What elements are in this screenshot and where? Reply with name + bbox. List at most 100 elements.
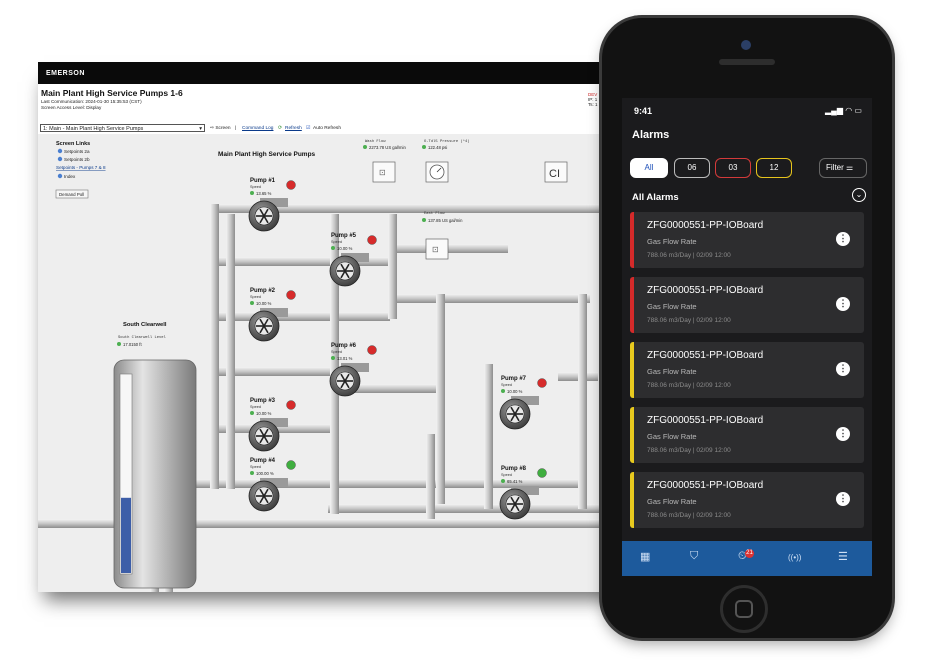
severity-bar (630, 472, 634, 528)
chip-label: 03 (728, 163, 738, 172)
screen-link-2[interactable]: Setpoints 2b (64, 157, 90, 162)
pump-speed-label: Speed (501, 383, 512, 387)
filter-button[interactable]: Filter ⚌ (819, 158, 867, 178)
pump-speed-label: Speed (250, 185, 261, 189)
pressure-label: O-Tdl5 Pressure (*4) (424, 139, 470, 144)
more-options-icon[interactable]: ⋮ (836, 297, 850, 311)
screen-link-index[interactable]: Index (64, 174, 76, 179)
pump-speed-label: Speed (331, 240, 342, 244)
alarm-title: ZFG0000551-PP-IOBoard (647, 285, 764, 296)
toolbar: 1: Main - Main Plant High Service Pumps … (40, 124, 636, 133)
ok-icon (501, 479, 505, 483)
demand-poll-label: Demand Poll (59, 192, 84, 197)
alarm-icon[interactable]: ⏲ (738, 550, 747, 562)
home-button[interactable] (720, 585, 768, 633)
chevron-down-icon: ▾ (199, 126, 202, 132)
bottom-nav: ▦ ⛉ ⏲ ((•)) ☰ (622, 541, 872, 576)
chip-label: All (644, 163, 654, 172)
ok-icon (331, 246, 335, 250)
alarm-title: ZFG0000551-PP-IOBoard (647, 415, 764, 426)
more-options-icon[interactable]: ⋮ (836, 362, 850, 376)
filter-chip-03[interactable]: 03 (715, 158, 751, 178)
ok-icon (250, 301, 254, 305)
filter-chip-all[interactable]: All (630, 158, 668, 178)
pump-status-indicator (286, 290, 296, 300)
device-code-b: IP: 1 (588, 97, 598, 102)
chevron-down-icon[interactable]: ⌄ (852, 188, 866, 202)
pump-status-indicator (367, 345, 377, 355)
pump-speed-label: Speed (501, 473, 512, 477)
filter-chip-12[interactable]: 12 (756, 158, 792, 178)
ok-icon (501, 389, 505, 393)
demand-poll-button[interactable] (55, 189, 89, 199)
auto-refresh-checkbox[interactable]: ☑ (306, 126, 311, 131)
filter-chip-06[interactable]: 06 (674, 158, 710, 178)
screen-link-1[interactable]: Setpoints 2a (64, 149, 90, 154)
status-time: 9:41 (634, 106, 653, 116)
screen-select[interactable]: 1: Main - Main Plant High Service Pumps … (40, 124, 205, 132)
ok-icon (250, 471, 254, 475)
pressure-meter[interactable]: O-Tdl5 Pressure (*4) 122.48 psi (422, 139, 470, 183)
more-options-icon[interactable]: ⋮ (836, 427, 850, 441)
wash-flow-meter[interactable]: Wash Flow 2273.78 US gal/min ⊡ (363, 139, 406, 183)
screen-links-title: Screen Links (56, 141, 90, 147)
shield-icon[interactable]: ⛉ (690, 550, 699, 562)
pump-speed-label: Speed (250, 465, 261, 469)
alarm-subtitle: Gas Flow Rate (647, 237, 697, 246)
pump-speed-label: Speed (331, 350, 342, 354)
header-bar: EMERSON (38, 62, 638, 84)
pump-speed-value: 10.00 % (337, 246, 353, 251)
east-flow-meter[interactable]: East Flow 137.85 US gal/min ⊡ (422, 211, 463, 260)
pump-name: Pump #4 (250, 458, 276, 464)
device-code-c: Ts: 1 (588, 102, 598, 107)
alarm-title: ZFG0000551-PP-IOBoard (647, 350, 764, 361)
alarm-subtitle: Gas Flow Rate (647, 367, 697, 376)
wash-flow-label: Wash Flow (365, 139, 386, 144)
sliders-icon: ⚌ (846, 163, 854, 172)
ok-icon (331, 356, 335, 360)
ci-label: CI (549, 168, 560, 180)
device-code-a: DEV (588, 92, 598, 97)
south-clearwell[interactable]: South Clearwell South Clearwell Level 17… (113, 322, 197, 589)
alarm-subtitle: Gas Flow Rate (647, 432, 697, 441)
command-log-link[interactable]: Command Log (242, 126, 274, 131)
screen-go-label: Screen (215, 126, 231, 131)
camera-icon (741, 40, 751, 50)
clearwell-level-label: South Clearwell Level (118, 335, 167, 340)
more-options-icon[interactable]: ⋮ (836, 232, 850, 246)
more-options-icon[interactable]: ⋮ (836, 492, 850, 506)
clearwell-level-value: 17.0150 ft (123, 342, 142, 347)
separator: | (235, 126, 237, 131)
refresh-link[interactable]: Refresh (285, 126, 302, 131)
refresh-icon[interactable]: ⟳ (278, 126, 283, 131)
pump-status-indicator (286, 460, 296, 470)
phone-screen: 9:41 ▂▄▆ ◠ ▭ Alarms All 06 03 12 Filter … (622, 98, 872, 576)
pump-name: Pump #3 (250, 398, 276, 404)
pump-speed-value: 100.00 % (256, 471, 274, 476)
notification-badge: 21 (745, 549, 754, 558)
screen-link-3[interactable]: Setpoints - Pumps 7 & 8 (56, 165, 106, 170)
pump-speed-label: Speed (250, 405, 261, 409)
pump-speed-value: 10.00 % (256, 301, 272, 306)
screen-go-button[interactable]: ⇨ Screen (210, 126, 231, 131)
signal-icon[interactable]: ((•)) (788, 553, 802, 562)
ci-indicator[interactable]: CI (544, 161, 568, 183)
menu-icon[interactable]: ☰ (838, 551, 848, 563)
severity-bar (630, 407, 634, 463)
grid-icon[interactable]: ▦ (640, 551, 651, 563)
pump-status-indicator (367, 235, 377, 245)
